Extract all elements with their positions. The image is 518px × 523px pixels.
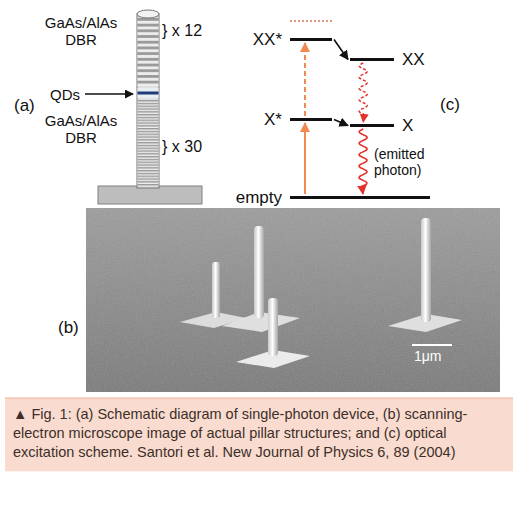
- photon-emission: [359, 129, 367, 194]
- level-label: X*: [264, 110, 282, 129]
- panel-letter: (b): [58, 318, 79, 338]
- bottom-dbr: [138, 100, 159, 186]
- scale-label: 1μm: [414, 348, 442, 364]
- panel-letter: (c): [440, 95, 460, 115]
- ground-level: empty: [290, 196, 430, 199]
- sem-grain: [86, 208, 500, 392]
- caption-rule: [5, 398, 513, 399]
- energy-level: X*: [290, 118, 332, 121]
- pillar-schematic: [85, 10, 202, 204]
- pillar-body: [137, 14, 159, 188]
- period-count: } x 30: [162, 138, 202, 156]
- figure-caption: ▲ Fig. 1: (a) Schematic diagram of singl…: [13, 405, 503, 462]
- period-count: } x 12: [162, 22, 202, 40]
- level-label: XX*: [253, 30, 282, 49]
- qd-line: [138, 92, 159, 95]
- edge-label: (emitted photon): [372, 146, 438, 178]
- sem-pillar: [254, 226, 264, 318]
- relaxation-arrow: [334, 120, 348, 126]
- level-label: X: [402, 116, 413, 135]
- sem-pillar: [421, 218, 431, 322]
- layer-label: GaAs/AlAs DBR: [40, 14, 122, 49]
- energy-level: XX*: [290, 38, 332, 41]
- energy-level: XX: [350, 58, 394, 61]
- sem-ground: [86, 208, 500, 392]
- sem-pillar: [268, 298, 278, 356]
- panel-letter: (a): [14, 96, 35, 116]
- relaxation-arrow: [334, 40, 348, 60]
- virtual-level: [290, 20, 332, 22]
- top-dbr: [138, 18, 159, 86]
- energy-level: X: [350, 124, 394, 127]
- caption-panel: [5, 398, 513, 471]
- scale-bar: [412, 344, 452, 346]
- excitation-arrow: [304, 123, 306, 194]
- sem-pillar: [212, 262, 220, 318]
- substrate: [98, 186, 202, 204]
- level-label: empty: [236, 188, 282, 207]
- layer-label: QDs: [50, 86, 80, 103]
- level-label: XX: [402, 50, 425, 69]
- qd-pointer: [85, 93, 133, 95]
- sem-image: [86, 208, 500, 392]
- layer-label: GaAs/AlAs DBR: [40, 112, 122, 147]
- qd-layer: [138, 88, 159, 98]
- excitation-arrow: [304, 43, 306, 116]
- pillar-cap: [137, 10, 159, 18]
- photon-emission: [359, 63, 367, 122]
